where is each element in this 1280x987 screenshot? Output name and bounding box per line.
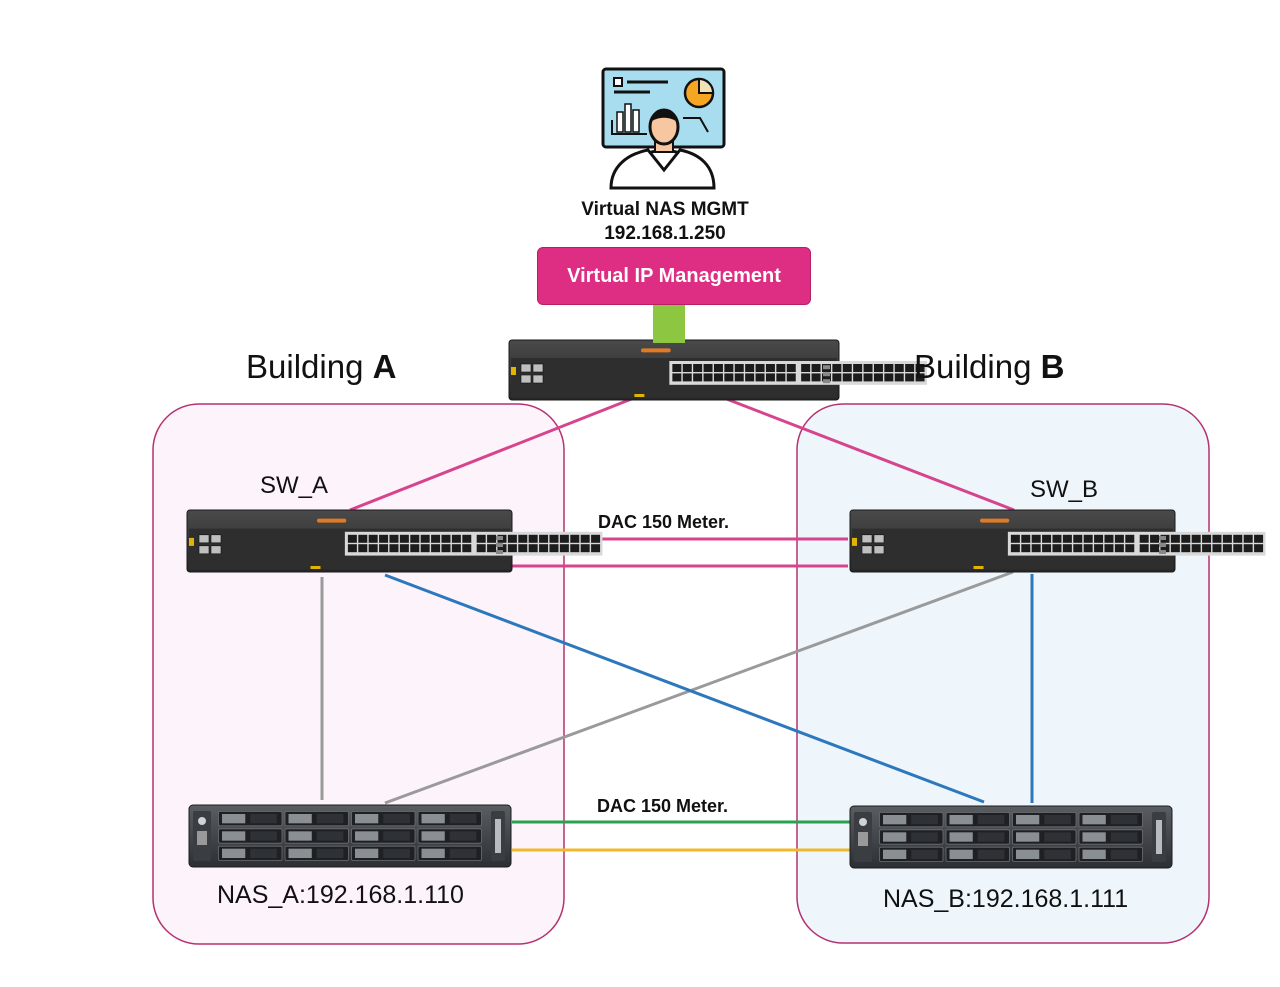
switch-layer	[186, 339, 1266, 573]
nas-b-label: NAS_B:192.168.1.111	[883, 885, 1129, 913]
dac-nas-link-label: DAC 150 Meter.	[597, 796, 729, 816]
nas-a-device	[188, 804, 512, 868]
switch-b	[849, 509, 1266, 573]
building-a-prefix: Building	[246, 348, 373, 385]
switch-a-label: SW_A	[260, 472, 329, 499]
virtual-ip-label: Virtual IP Management	[567, 264, 781, 287]
virtual-ip-management-box: Virtual IP Management	[537, 247, 811, 305]
mgmt-name: Virtual NAS MGMT	[581, 199, 749, 220]
sw-a-to-nas-b-link	[384, 573, 985, 804]
nas-layer	[188, 804, 1173, 869]
switch-b-label: SW_B	[1030, 476, 1099, 503]
core-to-sw-b-link	[723, 396, 1015, 512]
building-a-title: Building A	[246, 348, 396, 386]
dac-switch-link-label: DAC 150 Meter.	[598, 512, 730, 532]
nas-b-device	[849, 805, 1173, 869]
building-a-letter: A	[372, 348, 397, 385]
building-b-letter: B	[1040, 348, 1065, 385]
core-to-sw-a-link	[349, 396, 635, 512]
admin-monitor-icon	[601, 67, 726, 190]
mgmt-label: Virtual NAS MGMT 192.168.1.250	[540, 198, 790, 246]
core-switch	[508, 339, 927, 401]
switch-a	[186, 509, 603, 573]
building-b-title: Building B	[914, 348, 1064, 386]
sw-b-to-nas-a-link	[384, 570, 1014, 805]
mgmt-ip: 192.168.1.250	[604, 223, 726, 244]
building-b-prefix: Building	[914, 348, 1041, 385]
mgmt-uplink-link	[653, 305, 685, 343]
nas-a-label: NAS_A:192.168.1.110	[217, 881, 464, 909]
